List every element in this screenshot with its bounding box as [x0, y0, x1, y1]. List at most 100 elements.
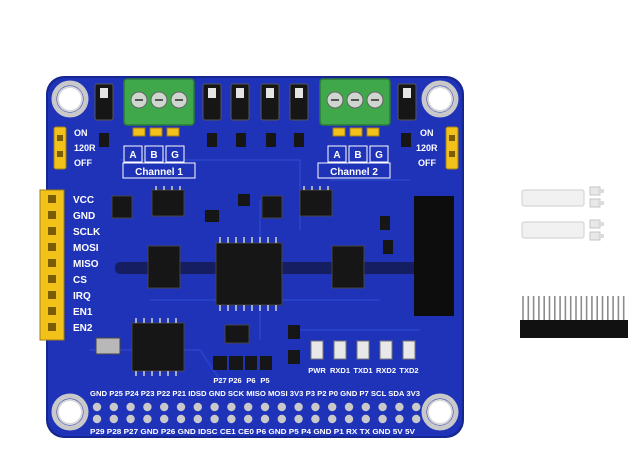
gpio-pad [210, 402, 219, 412]
gpio-pad [277, 402, 286, 412]
gpio-pad [176, 402, 186, 412]
gpio-pad [109, 402, 119, 412]
gpio-label-top-row: GND P25 P24 P23 P22 P21 IDSD GND SCK MIS… [90, 389, 420, 398]
gpio-pad [126, 414, 135, 424]
left-pin-header [39, 189, 65, 341]
gpio-label-bottom-row: P29 P28 P27 GND P26 GND IDSC CE1 CE0 P6 … [90, 427, 415, 436]
channel-1-jumpers [132, 127, 180, 137]
channel-2-label: Channel 2 [330, 167, 378, 178]
pin-label-gnd: GND [73, 211, 95, 222]
led-label-txd2: TXD2 [399, 366, 418, 375]
pin-label-irq: IRQ [73, 291, 91, 302]
led-label-txd1: TXD1 [353, 366, 372, 375]
gpio-pad [143, 414, 152, 424]
mid-label-p27: P27 [213, 376, 226, 385]
mounting-hole-br [427, 399, 453, 425]
gpio-pad [412, 402, 421, 412]
gpio-header-pads [92, 402, 421, 424]
right-term-on: ON [420, 128, 434, 138]
pin-label-en1: EN1 [73, 307, 93, 318]
channel-1-label: Channel 1 [135, 167, 183, 178]
pin-label-sclk: SCLK [73, 227, 101, 238]
pin-label-vcc: VCC [73, 195, 94, 206]
isolator-right [331, 245, 365, 289]
crystal [95, 337, 121, 355]
gpio-pad [395, 414, 404, 424]
ch1-label-g: G [171, 150, 179, 161]
mounting-hole-bl [57, 399, 83, 425]
left-pin-labels: VCC GND SCLK MOSI MISO CS IRQ EN1 EN2 [73, 195, 101, 334]
accessory-standoffs [521, 186, 604, 241]
ch2-label-b: B [354, 150, 361, 161]
gpio-pad [92, 402, 102, 412]
gpio-pad [210, 414, 219, 424]
gpio-pad [126, 402, 135, 412]
mid-pin-labels: P27 P26 P6 P5 [213, 376, 269, 385]
ch1-label-b: B [150, 150, 157, 161]
termination-jumper-right: ON 120R OFF [416, 126, 459, 170]
gpio-pad [344, 402, 354, 412]
right-term-120r: 120R [416, 143, 438, 153]
gpio-pad [311, 414, 320, 424]
gpio-pad [294, 414, 303, 424]
pin-label-cs: CS [73, 275, 87, 286]
gpio-pad [244, 414, 253, 424]
ch2-label-a: A [333, 150, 340, 161]
gpio-pad [311, 402, 320, 412]
right-term-off: OFF [418, 158, 436, 168]
gpio-pad [361, 402, 370, 412]
terminal-block-channel-1 [123, 78, 195, 126]
rs485-transceiver-left [151, 189, 185, 217]
gpio-pad [109, 414, 119, 424]
smd-small-2 [261, 195, 283, 219]
status-leds: PWR RXD1 TXD1 RXD2 TXD2 [308, 340, 419, 375]
gpio-pad [260, 414, 270, 424]
gpio-pad [193, 402, 202, 412]
pin-label-mosi: MOSI [73, 243, 99, 254]
gpio-pad [277, 414, 286, 424]
gpio-pad [294, 402, 303, 412]
top-components [94, 83, 417, 121]
gpio-pad [244, 402, 253, 412]
mid-label-p5: P5 [260, 376, 269, 385]
accessory-pin-header [520, 296, 628, 338]
led-label-pwr: PWR [308, 366, 326, 375]
main-controller-chip [215, 242, 283, 306]
mounting-hole-tr [427, 86, 453, 112]
gpio-pad [92, 414, 102, 424]
gpio-pad [395, 402, 404, 412]
rs485-transceiver-right [299, 189, 333, 217]
sc16is752-chip [131, 322, 185, 372]
smd-small-1 [111, 195, 133, 219]
left-term-120r: 120R [74, 143, 96, 153]
gpio-pad [328, 414, 337, 424]
gpio-pad [160, 414, 169, 424]
black-connector-right [414, 196, 454, 316]
channel-2-jumpers [332, 127, 380, 137]
gpio-pad [143, 402, 152, 412]
gpio-pad [260, 402, 270, 412]
gpio-pad [227, 402, 236, 412]
isolator-left [147, 245, 181, 289]
gpio-pad [378, 414, 387, 424]
chips [95, 189, 365, 372]
mounting-holes [57, 86, 453, 425]
left-term-on: ON [74, 128, 88, 138]
gpio-pad [328, 402, 337, 412]
termination-jumper-left: ON 120R OFF [53, 126, 96, 170]
channel-1-abg-labels: A B G Channel 1 [122, 145, 196, 179]
led-label-rxd2: RXD2 [376, 366, 396, 375]
pin-label-miso: MISO [73, 259, 99, 270]
mid-label-p26: P26 [228, 376, 241, 385]
gpio-pad [160, 402, 169, 412]
gpio-pad [227, 414, 236, 424]
gpio-pad [361, 414, 370, 424]
mounting-hole-tl [57, 86, 83, 112]
gpio-pad [193, 414, 202, 424]
gpio-pad [176, 414, 186, 424]
gpio-pad [344, 414, 354, 424]
pin-label-en2: EN2 [73, 323, 93, 334]
left-term-off: OFF [74, 158, 92, 168]
ch1-label-a: A [129, 150, 136, 161]
